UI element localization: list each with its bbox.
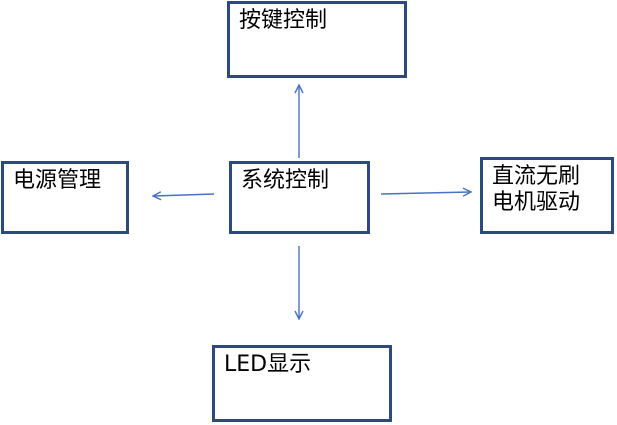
arrow-system-to-motor-drive (380, 192, 470, 194)
node-label-line-2: 电机驱动 (492, 190, 581, 215)
node-power-management: 电源管理 (1, 161, 129, 234)
node-key-control: 按键控制 (227, 1, 407, 78)
node-label: LED显示 (224, 352, 312, 377)
node-label: 电源管理 (13, 168, 102, 193)
node-led-display: LED显示 (212, 345, 392, 422)
arrow-system-to-power-management (154, 194, 215, 196)
node-dc-brushless-motor-drive: 直流无刷 电机驱动 (480, 157, 614, 234)
node-label: 系统控制 (241, 168, 330, 193)
node-label-line-1: 直流无刷 (492, 164, 581, 189)
node-system-control: 系统控制 (229, 161, 370, 234)
node-label: 按键控制 (239, 8, 328, 33)
